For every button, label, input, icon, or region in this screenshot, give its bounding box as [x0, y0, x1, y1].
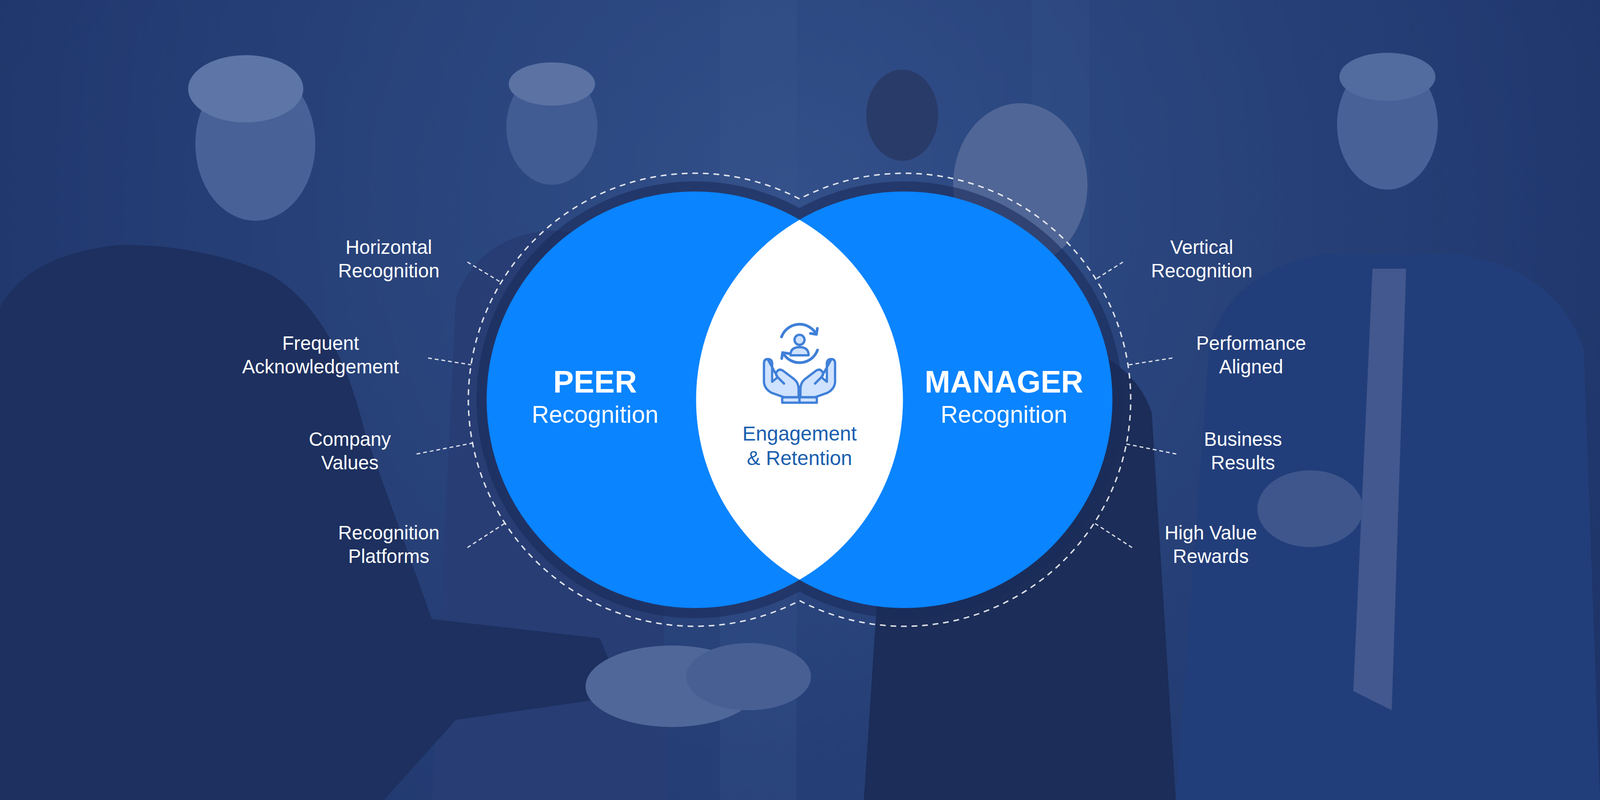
leader-line — [467, 523, 505, 548]
leader-line — [428, 358, 472, 365]
text-block: PEERRecognition — [531, 364, 659, 430]
node-subtext: Recognition — [531, 400, 659, 430]
node-heading: MANAGER — [924, 364, 1084, 401]
node-heading: PEER — [531, 364, 659, 401]
outer-label: Recognition Platforms — [316, 521, 461, 569]
outer-label: High Value Rewards — [1138, 521, 1283, 569]
text-block: MANAGERRecognition — [924, 364, 1084, 430]
leader-line — [467, 262, 502, 283]
node-heading: Engagement & Retention — [742, 421, 857, 471]
outer-label: Frequent Acknowledgement — [219, 331, 422, 379]
outer-label: Business Results — [1182, 427, 1303, 475]
outer-label: Horizontal Recognition — [316, 235, 461, 283]
circle-fill — [486, 191, 904, 609]
circle-fill — [695, 191, 1113, 609]
node-subtext: Recognition — [924, 400, 1084, 430]
leader-line — [1127, 358, 1173, 365]
circle-halo — [476, 181, 1123, 619]
leader-line — [1126, 443, 1177, 454]
outer-label: Vertical Recognition — [1129, 235, 1274, 283]
leader-line — [1094, 523, 1133, 548]
outer-label: Performance Aligned — [1179, 331, 1324, 379]
dashed-outline — [468, 173, 1131, 627]
leader-line — [416, 442, 473, 454]
overlap-lens: Engagement & Retention — [695, 219, 904, 580]
outer-label: Company Values — [289, 427, 410, 475]
text-block: Engagement & Retention — [742, 421, 857, 471]
leader-line — [1095, 262, 1123, 280]
care-icon — [753, 313, 846, 405]
lens-fill — [695, 219, 903, 580]
